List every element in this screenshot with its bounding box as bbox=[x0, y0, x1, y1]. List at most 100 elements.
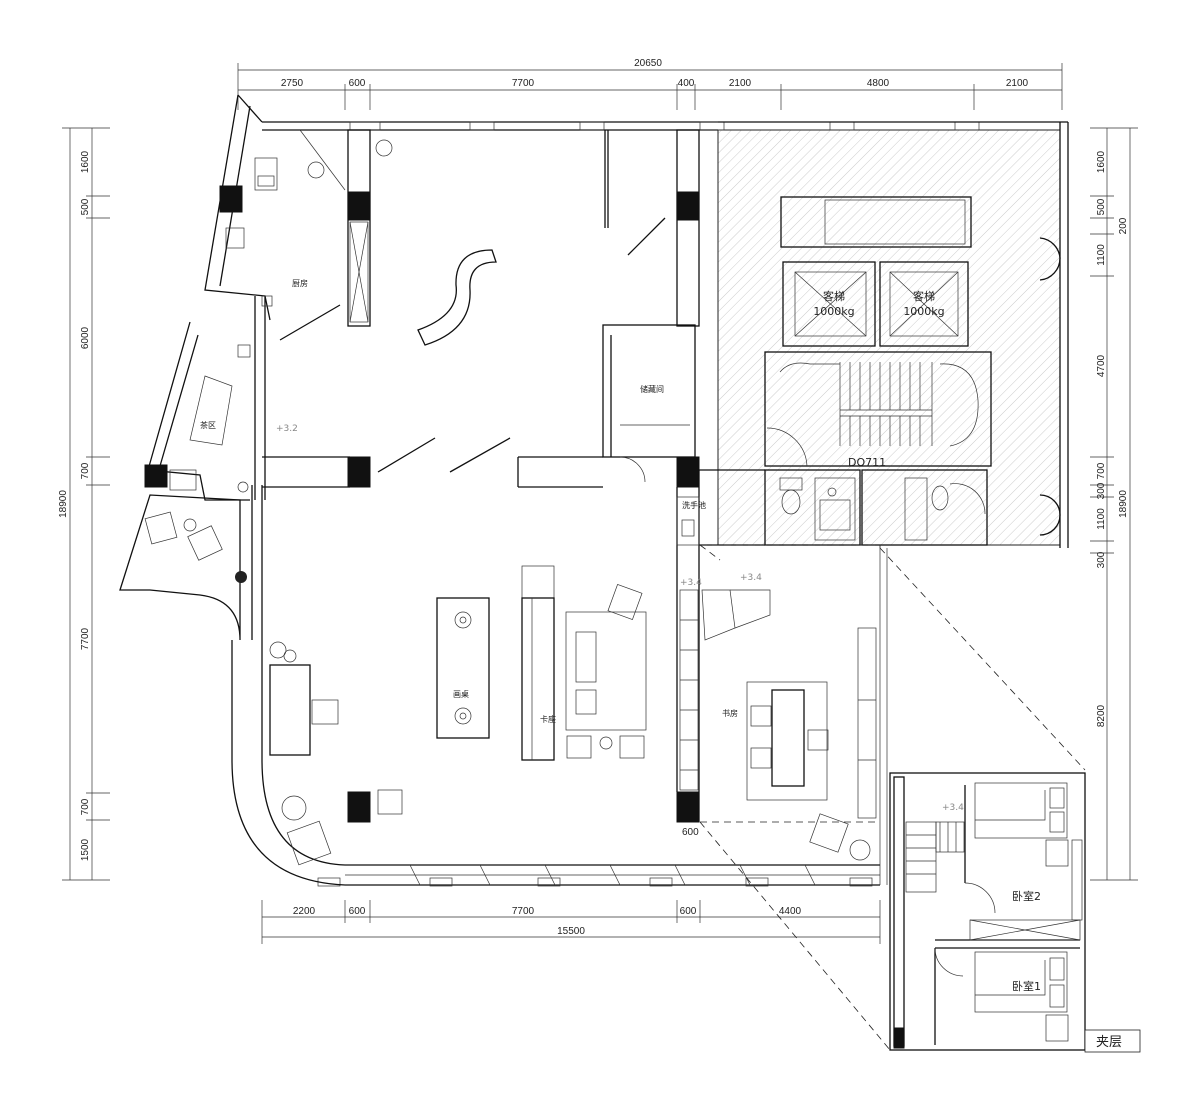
elevator-2-label: 客梯 bbox=[913, 289, 935, 303]
toilet-icon bbox=[781, 489, 801, 515]
top-dim-2: 600 bbox=[349, 78, 366, 89]
booth-seat: 卡座 bbox=[521, 565, 556, 761]
armchair-icon bbox=[809, 813, 849, 853]
top-dim-7: 2100 bbox=[1006, 78, 1029, 89]
terrace-furniture bbox=[144, 511, 247, 583]
left-dim-5: 7700 bbox=[80, 627, 91, 650]
stairwell bbox=[764, 351, 992, 467]
top-dim-4: 400 bbox=[678, 78, 695, 89]
storage-room bbox=[602, 324, 696, 458]
tea-area-label: 茶区 bbox=[200, 420, 216, 430]
bedroom-1-label: 卧室1 bbox=[1012, 979, 1041, 993]
left-dim-1: 1600 bbox=[80, 150, 91, 173]
right-dim-3: 200 bbox=[1118, 217, 1129, 234]
bottom-dim-5: 4400 bbox=[779, 906, 802, 917]
left-dim-3: 6000 bbox=[80, 326, 91, 349]
right-dim-4: 1100 bbox=[1096, 244, 1107, 266]
right-dim-6: 700 bbox=[1096, 462, 1107, 479]
stair-code: DO711 bbox=[848, 456, 886, 469]
armchair-icon bbox=[286, 820, 332, 866]
kitchen: 厨房 bbox=[225, 129, 393, 288]
top-dim-6: 4800 bbox=[867, 78, 890, 89]
right-total-dim: 18900 bbox=[1118, 490, 1129, 518]
left-dimension-chain: 18900 1600 500 6000 700 7700 700 1500 bbox=[58, 127, 110, 881]
core-area: 客梯 1000kg 客梯 1000kg DO711 bbox=[717, 129, 1061, 546]
core-toilets bbox=[764, 469, 1061, 546]
column bbox=[676, 456, 700, 488]
chair-icon bbox=[807, 729, 829, 751]
left-dim-2: 500 bbox=[80, 198, 91, 215]
top-total-dim: 20650 bbox=[634, 58, 662, 69]
top-dim-5: 2100 bbox=[729, 78, 752, 89]
level-mark-c: +3.4 bbox=[680, 578, 702, 588]
mezzanine-plan: 卧室2 卧室1 +3.4 夹层 bbox=[889, 772, 1141, 1053]
column bbox=[144, 464, 168, 488]
mezzanine-outline bbox=[699, 544, 1086, 1051]
column bbox=[219, 185, 243, 213]
left-total-dim: 18900 bbox=[58, 490, 69, 518]
storage-label: 储藏间 bbox=[640, 384, 664, 394]
plant-icon bbox=[849, 839, 871, 861]
column bbox=[676, 191, 700, 221]
stair-treads bbox=[779, 362, 979, 447]
chair-icon bbox=[566, 735, 592, 759]
elevator-1 bbox=[782, 261, 876, 347]
elevator-1-capacity: 1000kg bbox=[813, 305, 854, 318]
right-dim-9: 300 bbox=[1096, 551, 1107, 568]
left-dim-4: 700 bbox=[80, 462, 91, 479]
bed-1 bbox=[974, 951, 1069, 1042]
top-dim-3: 7700 bbox=[512, 78, 535, 89]
level-mark-b: +3.4 bbox=[740, 573, 762, 583]
left-dim-7: 1500 bbox=[80, 838, 91, 861]
bottom-dim-4: 600 bbox=[680, 906, 697, 917]
column bbox=[347, 791, 371, 823]
chair-icon bbox=[311, 699, 339, 725]
right-dim-2: 500 bbox=[1096, 198, 1107, 215]
level-mark-d: +3.4 bbox=[942, 803, 964, 813]
desk-area bbox=[269, 641, 403, 866]
study-dim-600: 600 bbox=[682, 827, 699, 838]
tea-area: 茶区 +3.2 bbox=[169, 295, 298, 493]
exterior-walls bbox=[119, 94, 1069, 887]
study-room: 书房 600 +3.4 +3.4 bbox=[679, 573, 877, 861]
booth-seat-label: 卡座 bbox=[540, 714, 556, 724]
bottom-dimension-chain: 2200 600 7700 600 4400 15500 bbox=[261, 900, 881, 944]
mezzanine-label: 夹层 bbox=[1096, 1035, 1122, 1050]
right-dim-8: 1100 bbox=[1096, 508, 1107, 530]
bottom-dim-3: 7700 bbox=[512, 906, 535, 917]
top-dimension-chain: 20650 2750 600 7700 400 2100 4800 2100 bbox=[237, 58, 1063, 110]
bottom-windows bbox=[317, 864, 880, 887]
elevator-2-capacity: 1000kg bbox=[903, 305, 944, 318]
chair-icon bbox=[377, 789, 403, 815]
mezzanine-stair bbox=[905, 821, 965, 893]
curved-sculpture bbox=[417, 249, 497, 346]
level-mark-a: +3.2 bbox=[276, 424, 298, 434]
wardrobe bbox=[969, 839, 1083, 941]
chair-icon bbox=[750, 705, 772, 727]
elevator-1-label: 客梯 bbox=[823, 289, 845, 303]
study-label: 书房 bbox=[722, 708, 738, 718]
column bbox=[676, 791, 700, 823]
lounge-chair-icon bbox=[144, 511, 178, 545]
armchair-icon bbox=[607, 583, 643, 621]
right-dim-10: 8200 bbox=[1096, 704, 1107, 727]
right-dim-1: 1600 bbox=[1096, 150, 1107, 173]
lounge-chair-icon bbox=[187, 525, 223, 561]
bottom-dim-2: 600 bbox=[349, 906, 366, 917]
painting-table: 画桌 bbox=[436, 597, 490, 739]
chair-icon bbox=[619, 735, 645, 759]
bottom-dim-1: 2200 bbox=[293, 906, 316, 917]
bed-2 bbox=[974, 782, 1069, 867]
staircase bbox=[679, 589, 771, 791]
bedroom-2-label: 卧室2 bbox=[1012, 889, 1041, 903]
right-dim-5: 4700 bbox=[1096, 354, 1107, 377]
wash-basin-label: 洗手池 bbox=[682, 500, 706, 510]
right-dim-7: 300 bbox=[1096, 482, 1107, 499]
painting-table-label: 画桌 bbox=[453, 689, 469, 699]
column bbox=[347, 456, 371, 488]
right-dimension-chain: 18900 1600 500 200 1100 4700 700 300 110… bbox=[1090, 127, 1138, 881]
lounge-table bbox=[565, 583, 647, 759]
top-dim-1: 2750 bbox=[281, 78, 304, 89]
wash-basin: 洗手池 bbox=[676, 496, 706, 546]
